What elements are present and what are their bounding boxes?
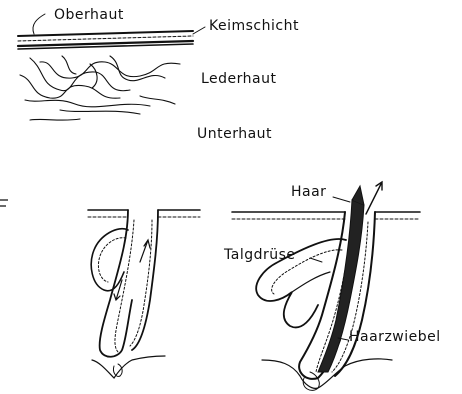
label-oberhaut: Oberhaut xyxy=(54,8,124,22)
edge-mark xyxy=(0,200,8,206)
label-haar: Haar xyxy=(291,185,326,199)
follicle-left xyxy=(88,210,200,378)
label-haarzwiebel: Haarzwiebel xyxy=(349,330,441,344)
dermis-fibers xyxy=(20,56,180,120)
epidermis-layer xyxy=(18,31,193,49)
label-talgdruese: Talgdrüse xyxy=(224,248,296,262)
follicle-right xyxy=(232,182,420,390)
label-lederhaut: Lederhaut xyxy=(201,72,277,86)
label-unterhaut: Unterhaut xyxy=(197,127,272,141)
label-keimschicht: Keimschicht xyxy=(209,19,299,33)
skin-cross-section xyxy=(18,14,205,120)
